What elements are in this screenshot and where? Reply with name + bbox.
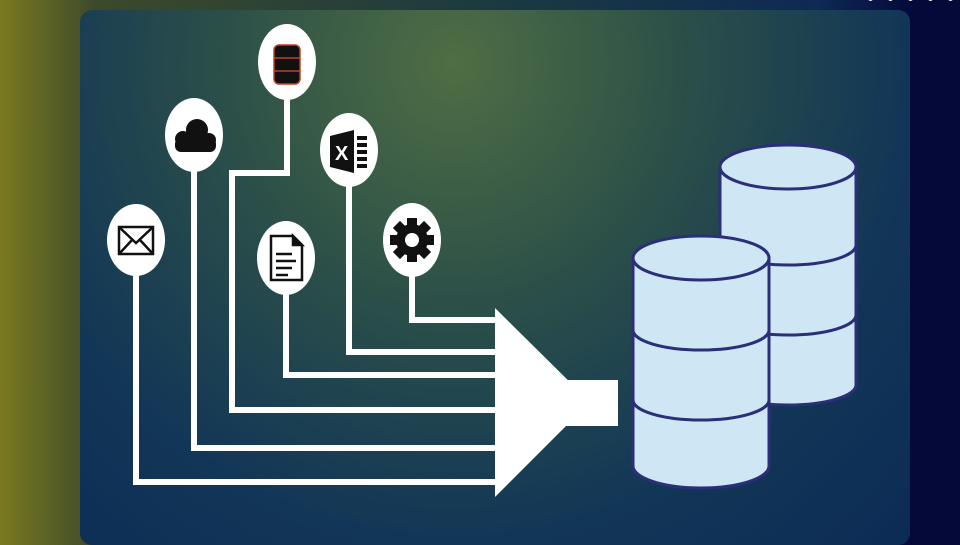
database-node — [258, 24, 316, 100]
cloud-node — [165, 98, 223, 172]
stacked-database-icon — [631, 143, 858, 490]
excel-logo-letter: X — [335, 143, 349, 165]
email-connector — [133, 272, 500, 485]
document-connector — [283, 292, 500, 378]
cloud-connector — [191, 170, 500, 451]
document-icon — [269, 232, 306, 282]
cloud-icon — [175, 119, 216, 152]
connector-lines — [133, 98, 500, 485]
funnel-arrow — [495, 308, 618, 497]
excel-node: X — [320, 113, 378, 187]
decorative-dots — [860, 0, 960, 4]
document-node — [257, 221, 315, 295]
gear-icon — [390, 218, 434, 262]
database-connector — [229, 98, 500, 413]
gear-node — [383, 203, 441, 277]
gear-connector — [409, 272, 500, 323]
database-icon — [273, 44, 301, 85]
envelope-icon — [117, 225, 155, 256]
excel-icon: X — [330, 130, 367, 173]
database-cylinder-front — [631, 234, 771, 490]
email-node — [107, 204, 165, 276]
excel-connector — [346, 185, 500, 355]
